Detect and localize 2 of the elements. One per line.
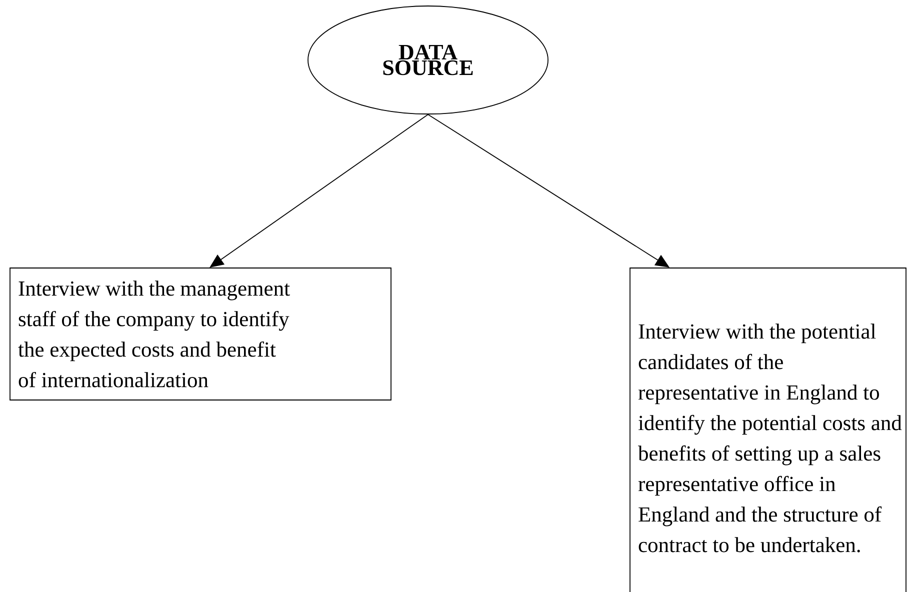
text-box: Interview with the management staff of the company to identify the expected costs and benefit of internationalization: [10, 268, 392, 400]
text-box: Interview with the potential candidates of the representative in England to identify the potential costs and benefits of setting up a sales representative office in England and the structure of contract to be undertaken.: [630, 268, 906, 592]
